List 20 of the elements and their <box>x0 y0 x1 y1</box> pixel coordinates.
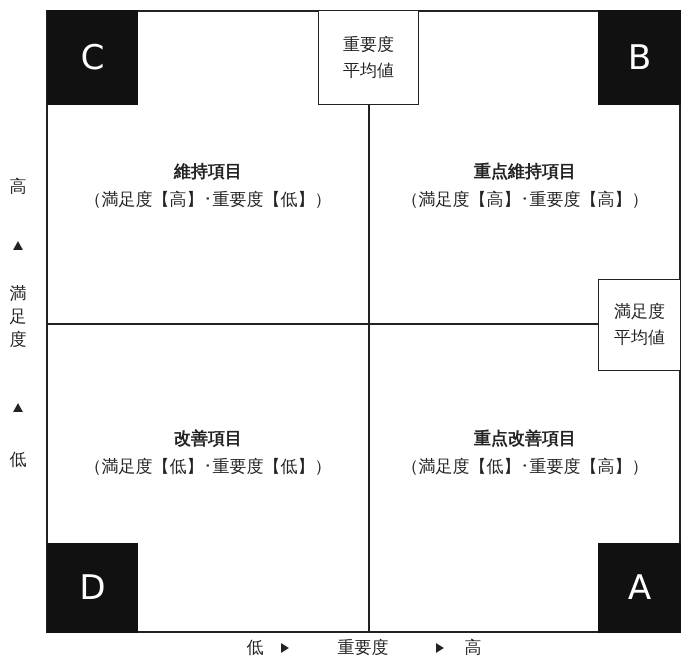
quadrant-title: 重点改善項目 <box>473 428 577 451</box>
quadrant-condition: （満足度【高】･重要度【高】） <box>400 189 650 212</box>
axis-label: 重要度 <box>336 637 390 659</box>
corner-label: C <box>47 10 138 105</box>
axis-label: 高 <box>8 176 28 198</box>
axis-label: 低 <box>8 449 28 471</box>
quadrant-title: 重点維持項目 <box>473 161 577 184</box>
quadrant-condition: （満足度【低】･重要度【高】） <box>400 456 650 479</box>
axis-label: 高 <box>464 637 482 659</box>
corner-label: D <box>47 543 138 633</box>
axis-label: 満足度 <box>8 283 28 352</box>
corner-label: A <box>598 543 681 633</box>
axis-label: 低 <box>246 637 264 659</box>
quadrant-condition: （満足度【高】･重要度【低】） <box>84 189 332 212</box>
average-label-box: 満足度平均値 <box>598 279 681 371</box>
quadrant-title: 改善項目 <box>173 428 243 451</box>
average-label-box: 重要度平均値 <box>318 10 419 105</box>
quadrant-title: 維持項目 <box>172 161 243 184</box>
quadrant-condition: （満足度【低】･重要度【低】） <box>84 456 332 479</box>
corner-label: B <box>598 10 681 105</box>
